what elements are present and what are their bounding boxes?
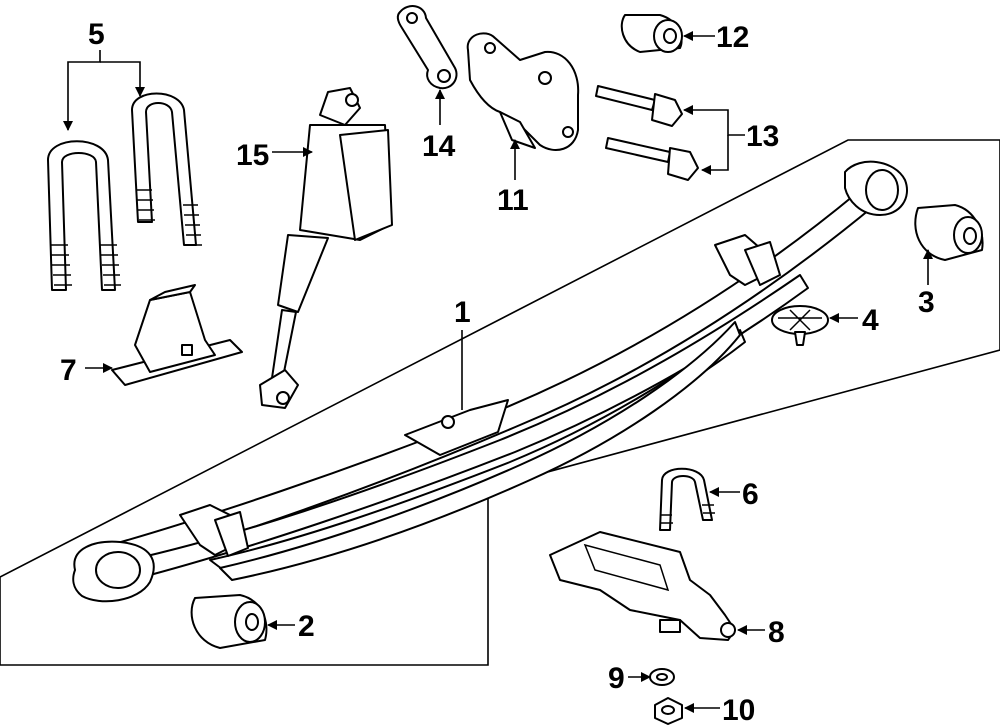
plug[interactable]: [771, 305, 829, 346]
callout-4: 4: [862, 304, 879, 337]
spring-seat-plate[interactable]: [549, 531, 736, 641]
u-bolt-pair[interactable]: [47, 92, 202, 291]
spring-hanger-bracket[interactable]: [466, 32, 580, 151]
callout-10: 10: [722, 694, 755, 727]
u-bolt-small[interactable]: [659, 467, 715, 531]
bushing-top[interactable]: [620, 14, 683, 53]
bolt-pair[interactable]: [595, 85, 699, 181]
bushing-front[interactable]: [190, 594, 268, 649]
shackle-link[interactable]: [396, 5, 458, 90]
leader-lines: [63, 31, 933, 713]
callout-9: 9: [608, 662, 625, 695]
assembly-boundary: [0, 139, 1000, 666]
bump-stop[interactable]: [111, 284, 243, 386]
nut[interactable]: [654, 697, 683, 725]
callout-1: 1: [454, 296, 471, 329]
callout-13: 13: [746, 120, 779, 153]
callout-6: 6: [742, 478, 759, 511]
shock-absorber[interactable]: [259, 87, 393, 409]
bushing-rear[interactable]: [914, 204, 984, 261]
washer[interactable]: [649, 668, 675, 686]
leaf-spring[interactable]: [72, 160, 908, 603]
callout-14: 14: [422, 130, 456, 163]
callout-5: 5: [88, 18, 105, 51]
callout-2: 2: [298, 610, 315, 643]
callout-15: 15: [236, 139, 269, 172]
callout-11: 11: [497, 184, 529, 217]
callout-12: 12: [716, 21, 749, 54]
callout-labels: 5 7 15 14 11 12 13 3 4 1 2 6 8 9 10: [60, 18, 935, 727]
callout-3: 3: [918, 286, 935, 319]
callout-7: 7: [60, 354, 77, 387]
callout-8: 8: [768, 616, 785, 649]
